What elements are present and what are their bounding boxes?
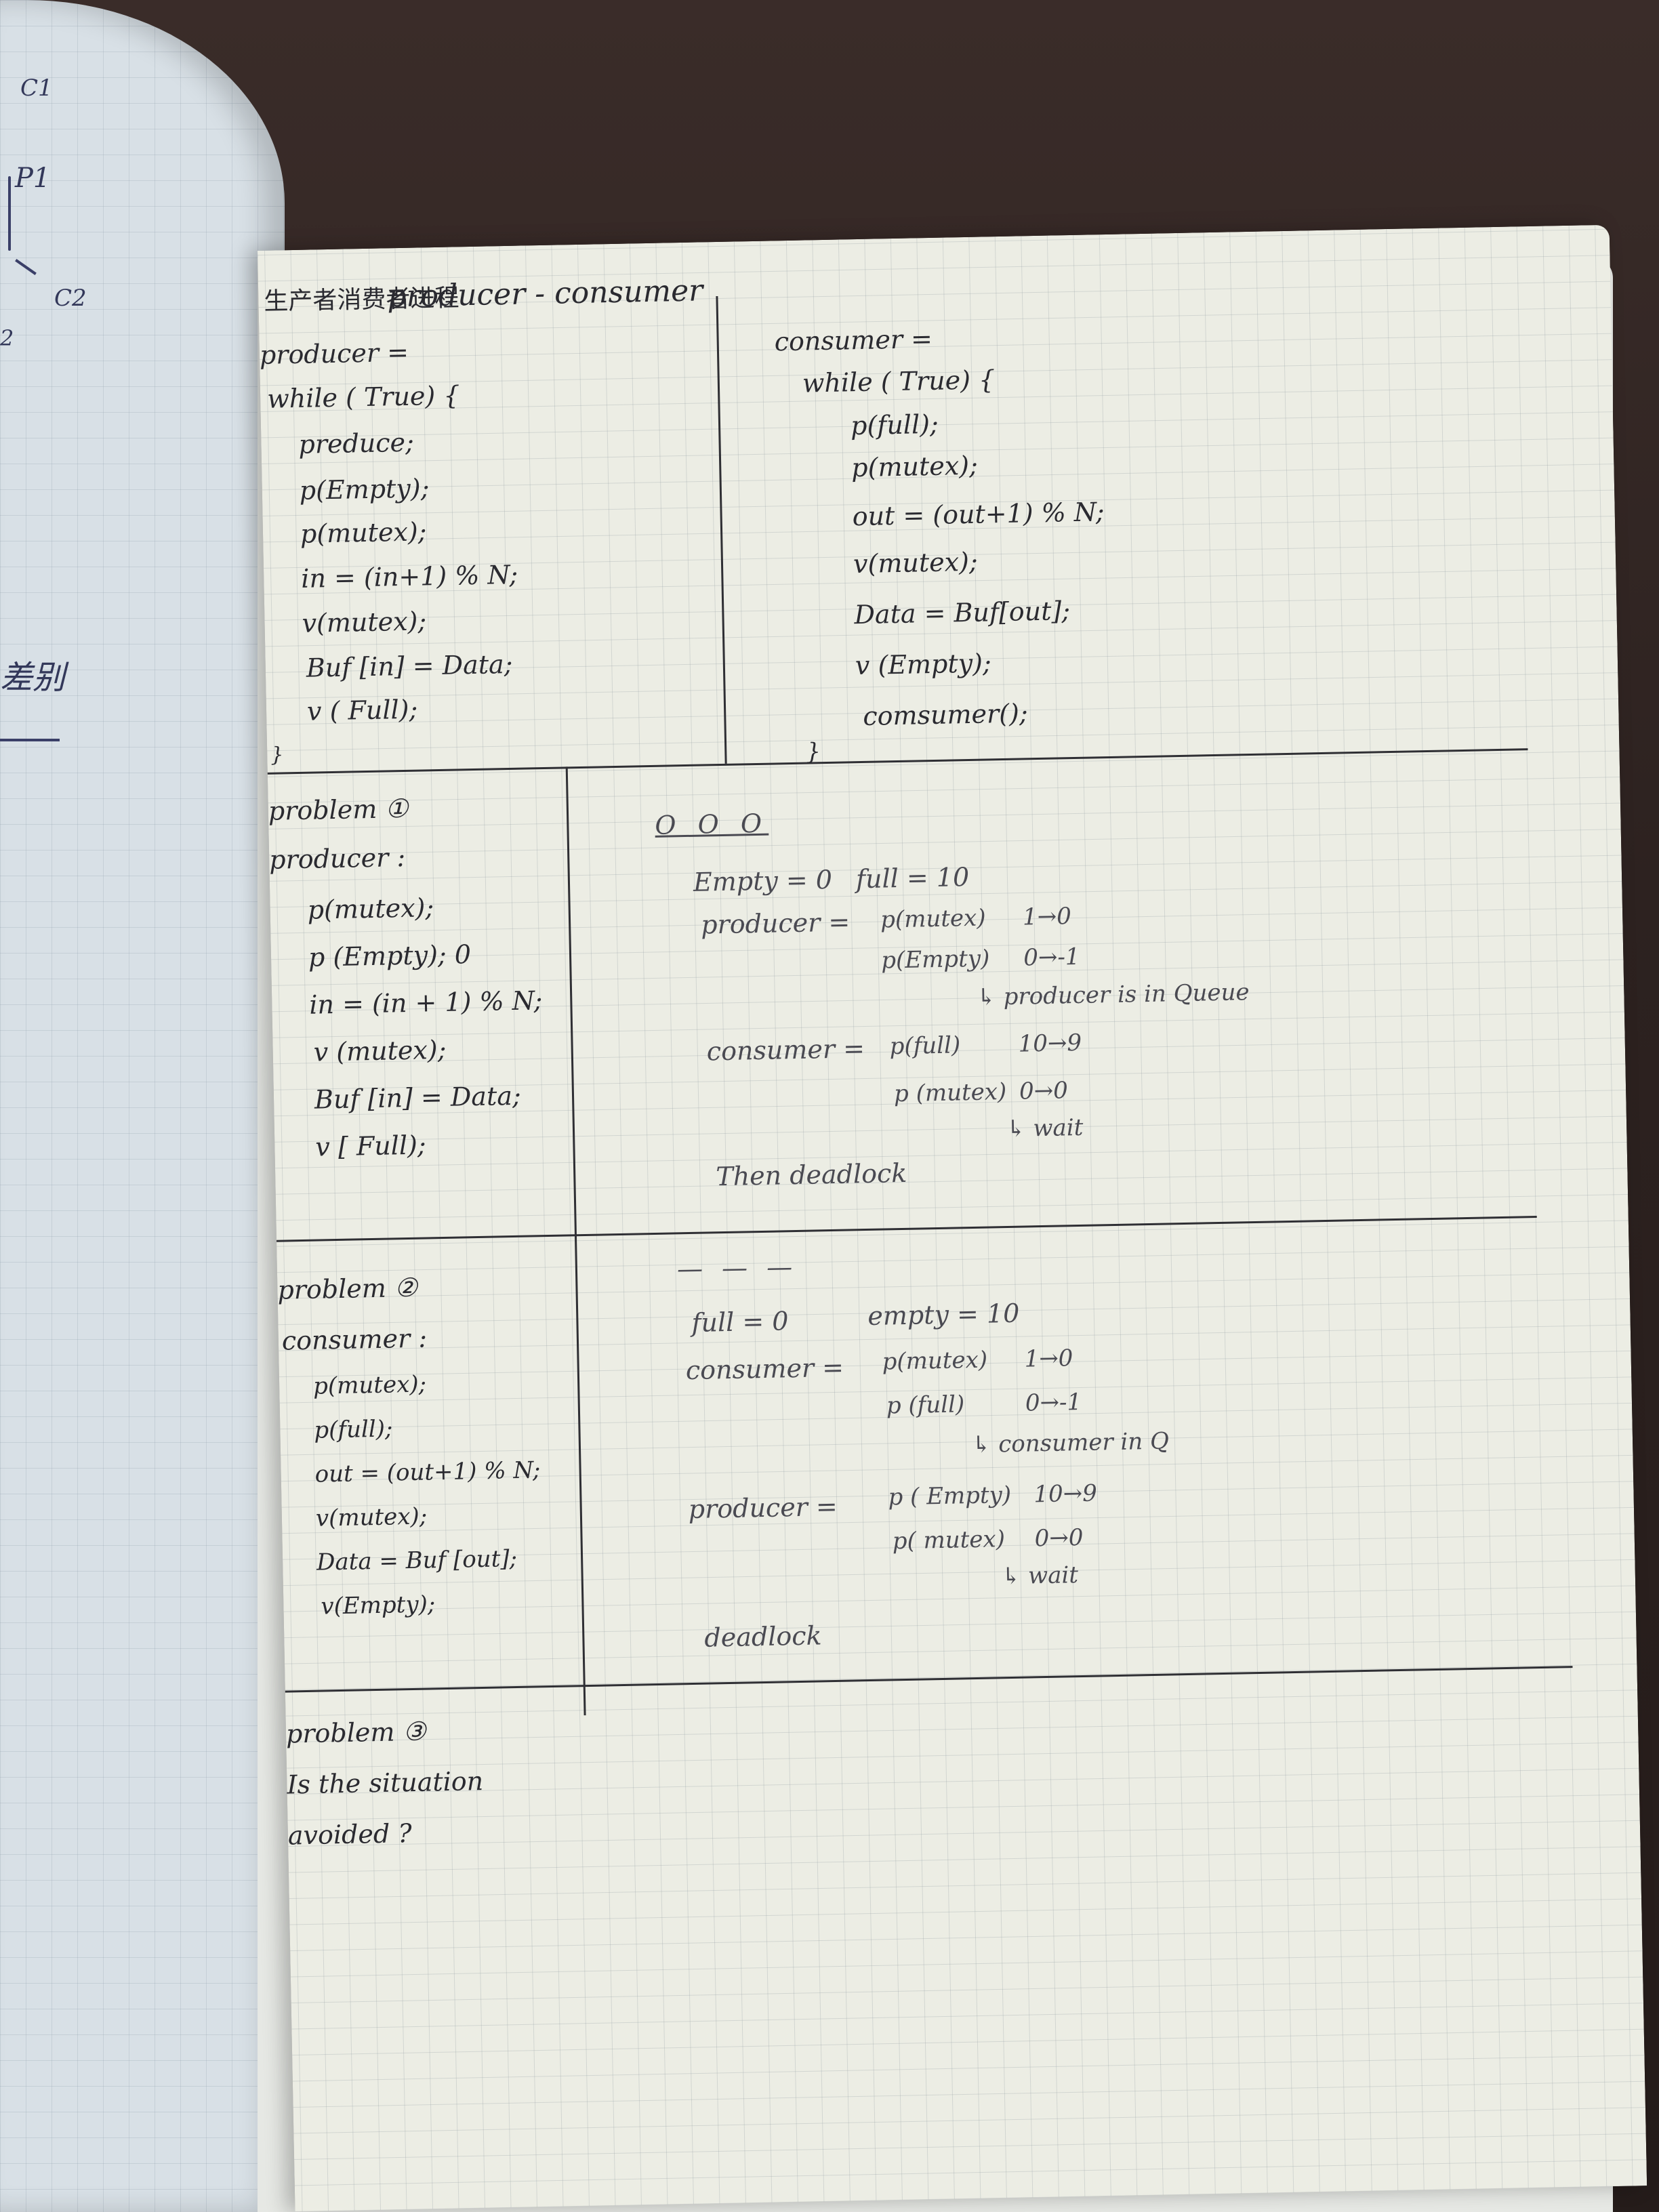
left-label-c1: C1 xyxy=(20,75,53,102)
producer-line: v(mutex); xyxy=(302,606,427,638)
producer-title: producer = xyxy=(259,337,409,370)
problem1-code-line: in = (in + 1) % N; xyxy=(308,985,543,1020)
problem2-producer-step-value: 0→0 xyxy=(1034,1523,1084,1553)
problem1-consumer-note: ↳ wait xyxy=(1006,1113,1084,1143)
problem1-consumer-step-value: 0→0 xyxy=(1019,1077,1069,1105)
left-underline xyxy=(0,739,60,741)
problem2-state: full = 0 xyxy=(691,1306,789,1338)
consumer-line: out = (out+1) % N; xyxy=(852,497,1105,532)
problem1-state: full = 10 xyxy=(855,862,970,895)
left-page: C1 P1 C2 2 差别 xyxy=(0,0,285,2212)
problem3-line: avoided ? xyxy=(287,1818,413,1851)
page-title: producer - consumer xyxy=(386,273,703,314)
problem2-consumer-step-value: 0→-1 xyxy=(1025,1388,1082,1417)
problem1-buffer: O O O xyxy=(654,808,769,840)
problem2-producer-step: p ( Empty) xyxy=(888,1481,1012,1511)
consumer-line: v (Empty); xyxy=(855,648,992,681)
problem1-producer-step-value: 1→0 xyxy=(1022,903,1072,931)
problem2-code-title: consumer : xyxy=(281,1323,428,1356)
problem1-code-title: producer : xyxy=(268,842,406,875)
divider-row2 xyxy=(276,1216,1537,1242)
consumer-line: Data = Buf[out]; xyxy=(854,596,1071,630)
consumer-line: v(mutex); xyxy=(853,546,979,579)
problem2-producer-label: producer = xyxy=(688,1491,838,1525)
problem1-producer-note: ↳ producer is in Queue xyxy=(976,979,1250,1011)
problem1-title: problem ① xyxy=(268,793,409,826)
problem2-buffer: — — — xyxy=(676,1251,798,1284)
problem2-code-line: out = (out+1) % N; xyxy=(314,1456,541,1488)
problem1-consumer-step: p(full) xyxy=(889,1031,961,1061)
consumer-line: } xyxy=(805,738,821,766)
problem1-consumer-label: consumer = xyxy=(706,1033,865,1067)
problem1-producer-step: p(Empty) xyxy=(880,945,990,975)
divider-top-vertical xyxy=(716,295,727,764)
problem2-conclusion: deadlock xyxy=(703,1620,822,1653)
problem3-line: Is the situation xyxy=(287,1766,484,1800)
divider-left-vertical xyxy=(565,766,586,1716)
producer-line: v ( Full); xyxy=(306,694,418,726)
left-label-c2: C2 xyxy=(54,285,87,312)
problem2-producer-note: ↳ wait xyxy=(1001,1561,1079,1591)
problem2-code-line: v(mutex); xyxy=(315,1502,428,1532)
producer-line: p(Empty); xyxy=(299,473,430,506)
producer-line: while ( True) { xyxy=(266,380,460,414)
problem1-conclusion: Then deadlock xyxy=(715,1158,907,1192)
problem2-code-line: Data = Buf [out]; xyxy=(316,1545,518,1576)
problem1-code-line: v [ Full); xyxy=(314,1130,427,1162)
problem2-consumer-label: consumer = xyxy=(685,1352,844,1386)
problem1-producer-step: p(mutex) xyxy=(880,904,986,934)
problem1-consumer-step: p (mutex) xyxy=(893,1078,1007,1108)
left-dash-line xyxy=(15,259,37,275)
left-chinese-text: 差别 xyxy=(0,659,66,697)
problem1-code-line: v (mutex); xyxy=(313,1034,447,1067)
problem1-producer-step-value: 0→-1 xyxy=(1023,943,1080,972)
problem2-title: problem ② xyxy=(277,1272,418,1305)
problem2-consumer-step-value: 1→0 xyxy=(1024,1345,1073,1373)
problem2-consumer-note: ↳ consumer in Q xyxy=(971,1427,1170,1459)
producer-line: p(mutex); xyxy=(300,516,427,549)
problem2-producer-step: p( mutex) xyxy=(892,1525,1006,1555)
problem1-code-line: p(mutex); xyxy=(307,893,434,925)
problem1-code-line: p (Empty); 0 xyxy=(308,939,472,972)
problem3-title: problem ③ xyxy=(285,1716,426,1749)
left-label-2: 2 xyxy=(0,325,14,351)
problem1-state: Empty = 0 xyxy=(693,864,833,897)
left-label-p1: P1 xyxy=(15,163,51,194)
consumer-line: while ( True) { xyxy=(802,365,996,398)
problem2-code-line: p(mutex); xyxy=(312,1370,427,1400)
problem2-consumer-step: p (full) xyxy=(886,1391,965,1420)
left-bracket-line xyxy=(8,176,11,251)
producer-line: in = (in+1) % N; xyxy=(300,559,518,594)
producer-line: Buf [in] = Data; xyxy=(306,649,513,683)
problem2-state: empty = 10 xyxy=(867,1298,1020,1332)
consumer-line: p(full); xyxy=(850,409,939,441)
consumer-line: comsumer(); xyxy=(862,698,1029,731)
divider-row1 xyxy=(267,748,1528,775)
problem2-producer-step-value: 10→9 xyxy=(1033,1479,1098,1509)
consumer-line: p(mutex); xyxy=(851,450,979,483)
producer-line: } xyxy=(270,743,284,767)
problem2-consumer-step: p(mutex) xyxy=(882,1346,988,1376)
problem2-code-line: p(full); xyxy=(314,1415,393,1444)
consumer-title: consumer = xyxy=(774,323,933,357)
notebook-page: 生产者消费者进程 producer - consumer producer = … xyxy=(258,224,1647,2212)
problem1-producer-label: producer = xyxy=(700,907,851,940)
producer-line: preduce; xyxy=(298,427,415,459)
problem1-consumer-step-value: 10→9 xyxy=(1018,1029,1082,1058)
problem2-code-line: v(Empty); xyxy=(321,1591,436,1620)
divider-row3 xyxy=(285,1666,1573,1693)
problem1-code-line: Buf [in] = Data; xyxy=(314,1080,522,1115)
